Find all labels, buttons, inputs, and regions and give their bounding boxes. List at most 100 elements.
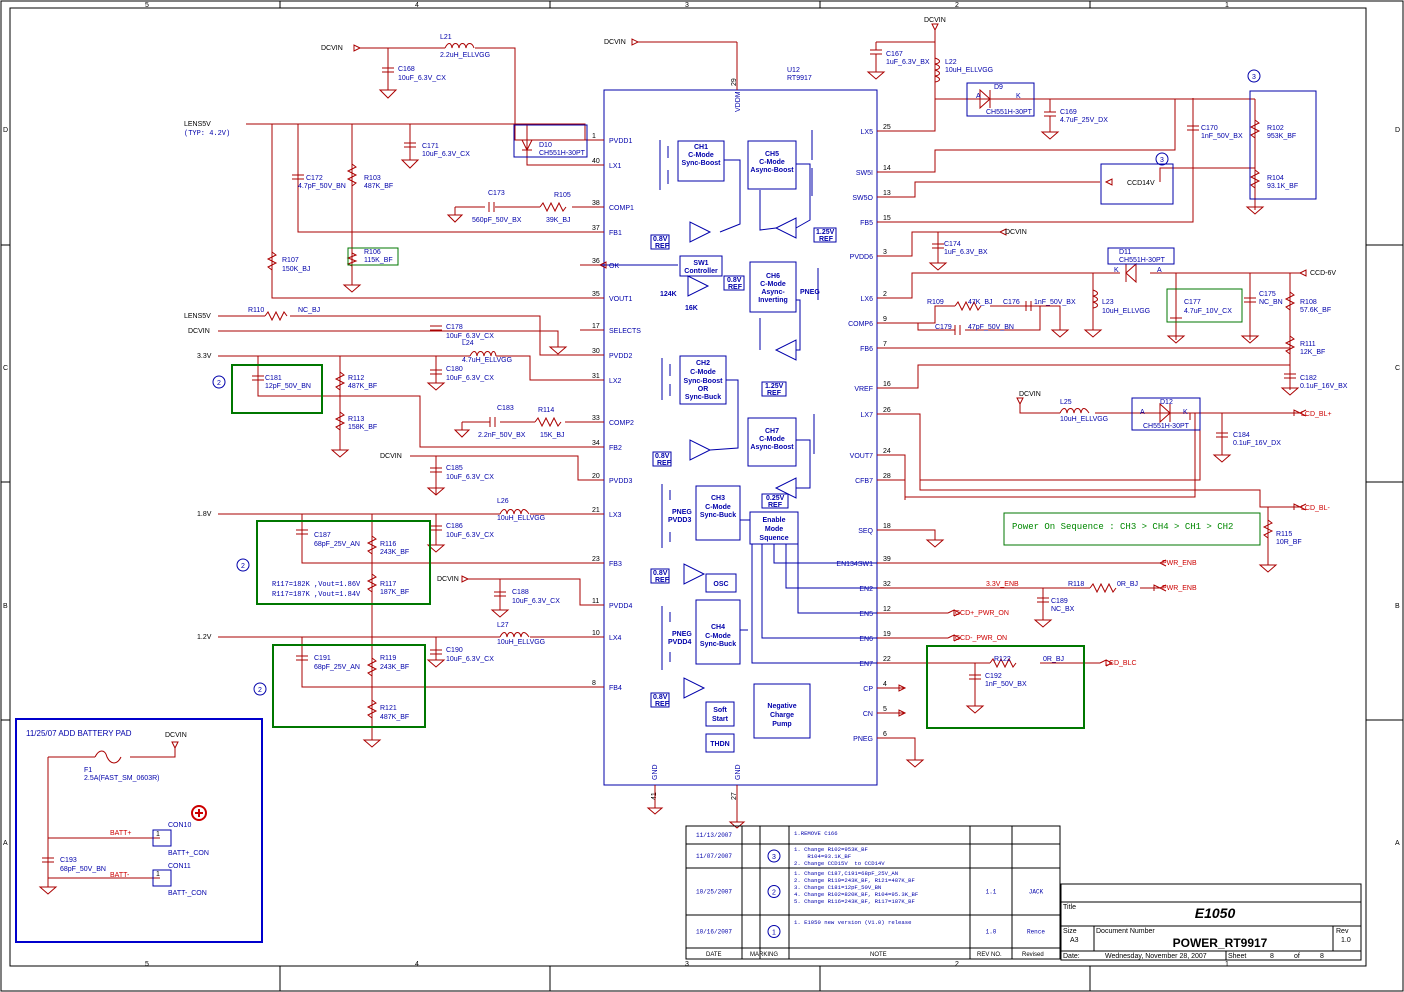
ic-pin-name: SELECTS <box>609 328 641 335</box>
part-value: 953K_BF <box>1267 133 1296 140</box>
ch3-line: Sync-Buck <box>700 512 736 519</box>
ic-pin-number: 28 <box>883 473 891 480</box>
part-value: 150K_BJ <box>282 266 310 273</box>
ic-pin-name: COMP6 <box>848 321 873 328</box>
part-ref: R103 <box>364 175 381 182</box>
of-label: of <box>1294 953 1300 960</box>
title-block <box>1060 883 1362 961</box>
net-label: DCVIN <box>321 45 343 52</box>
battery-pad-box <box>15 718 263 943</box>
part-note: R117=187K ,Vout=1.84V <box>272 591 361 599</box>
rev-note-line: 3. Change C181=12pF_50V_BN <box>794 884 881 891</box>
row-label: B <box>1395 603 1400 610</box>
part-labels: L21 2.2uH_ELLVGG C168 10uF_6.3V_CX C171 … <box>60 34 1348 897</box>
rev-note-line: 2. Change R119=243K_BF, R121=487K_BF <box>794 877 915 884</box>
row-label: C <box>3 365 8 372</box>
part-value: 10uF_6.3V_CX <box>446 656 494 663</box>
net-label: DCVIN <box>1005 229 1027 236</box>
ic-pin-number: 11 <box>592 598 599 605</box>
part-ref: C185 <box>446 465 463 472</box>
ic-pin-number: 24 <box>883 448 891 455</box>
rev-header-note: NOTE <box>870 952 887 958</box>
ch2-line: Sync-Buck <box>685 394 721 401</box>
part-value: 0R_BJ <box>1043 656 1064 663</box>
rev-note-line: 1. E1050 new version (V1.0) release <box>794 919 912 926</box>
part-value: 487K_BF <box>348 383 377 390</box>
net-label: LCD_BL- <box>1301 505 1330 512</box>
ic-u12-body[interactable] <box>603 89 878 786</box>
ic-pin-number: 26 <box>883 407 891 414</box>
ic-pin-number: 25 <box>883 124 891 131</box>
soft-line: Start <box>712 716 729 723</box>
part-value: 1uF_6.3V_BX <box>944 249 988 256</box>
col-label: 5 <box>145 2 149 9</box>
net-label: 3.3V <box>197 353 212 360</box>
ic-pin-number: 34 <box>592 440 600 447</box>
ref-text: 0.8V <box>653 236 668 243</box>
d11-box <box>1107 247 1175 265</box>
part-value: 12K_BF <box>1300 349 1325 356</box>
ic-pin-name: LX6 <box>861 296 874 303</box>
part-ref: C172 <box>306 175 323 182</box>
plus-icon <box>195 809 203 817</box>
ic-pin-name: COMP2 <box>609 420 634 427</box>
part-ref: C182 <box>1300 375 1317 382</box>
col-label: 1 <box>1225 961 1229 968</box>
con10-box <box>152 829 172 847</box>
part-ref: R113 <box>348 416 364 423</box>
date-label: Date: <box>1063 953 1080 960</box>
neg-pump-block: Negative Charge Pump <box>753 683 811 739</box>
ch7-line: C-Mode <box>759 436 785 443</box>
rev-note-line: R104=93.1K_BF <box>794 853 851 860</box>
ic-pin-number: 10 <box>592 630 600 637</box>
ic-pin-number: 22 <box>883 656 891 663</box>
net-label: CCD-6V <box>1310 270 1336 277</box>
part-ref: C175 <box>1259 291 1276 298</box>
rev-header-date: DATE <box>706 952 722 958</box>
ic-pin-name: EN6 <box>859 636 873 643</box>
revision-marker-icon <box>767 925 781 938</box>
net-label: DCVIN <box>188 328 210 335</box>
part-ref: R110 <box>248 307 264 314</box>
ic-pin-name: LX3 <box>609 512 622 519</box>
enable-line: Enable <box>763 517 786 524</box>
revision-marker-icon <box>767 849 781 863</box>
revision-marker-icon <box>212 375 226 389</box>
ic-pin-number: 5 <box>883 706 887 713</box>
ic-pin-name: EN5 <box>859 611 873 618</box>
ch6-line: Async- <box>761 289 785 296</box>
title-label: Title <box>1063 904 1076 911</box>
highlight-box-r106 <box>347 247 399 266</box>
part-value: CH551H-30PT <box>1119 257 1166 264</box>
rev-note-line: 1. Change C187,C191=68pF_25V_AN <box>794 870 898 877</box>
marker-num: 2 <box>217 380 221 387</box>
component-shapes <box>38 41 1300 895</box>
part-ref: C184 <box>1233 432 1250 439</box>
part-ref: D9 <box>994 84 1003 91</box>
highlight-box-r122 <box>926 645 1085 729</box>
ch2-block: CH2 C-Mode Sync-Boost OR Sync-Buck <box>679 355 727 405</box>
pneg-label: PNEG <box>800 289 820 296</box>
ic-pin-name: SEQ <box>858 528 873 535</box>
ic-pin-name: FB1 <box>609 230 622 237</box>
ic-pin-number: 2 <box>883 291 887 298</box>
marker-num: 3 <box>1160 157 1164 164</box>
con11-box <box>152 869 172 887</box>
part-value: 10R_BF <box>1276 539 1302 546</box>
highlight-box-c191 <box>272 644 426 728</box>
ic-pin-name: FB6 <box>860 346 873 353</box>
part-value: 1nF_50V_BX <box>1034 299 1076 306</box>
part-value: 2.2uH_ELLVGG <box>440 52 490 59</box>
d10-box <box>513 124 588 158</box>
net-label: CCD14V <box>1127 180 1155 187</box>
ic-pin-name: VOUT7 <box>850 453 873 460</box>
ic-pin-number: 19 <box>883 631 891 638</box>
rev-note-line: 1. Change R102=953K_BF <box>794 846 868 853</box>
ic-pin-name: SW5O <box>852 195 873 202</box>
ref-text: REF <box>767 390 782 397</box>
ic-pin-number: 39 <box>883 556 891 563</box>
col-label: 3 <box>685 961 689 968</box>
ccd14v-box <box>1100 163 1174 205</box>
row-label: D <box>3 127 8 134</box>
